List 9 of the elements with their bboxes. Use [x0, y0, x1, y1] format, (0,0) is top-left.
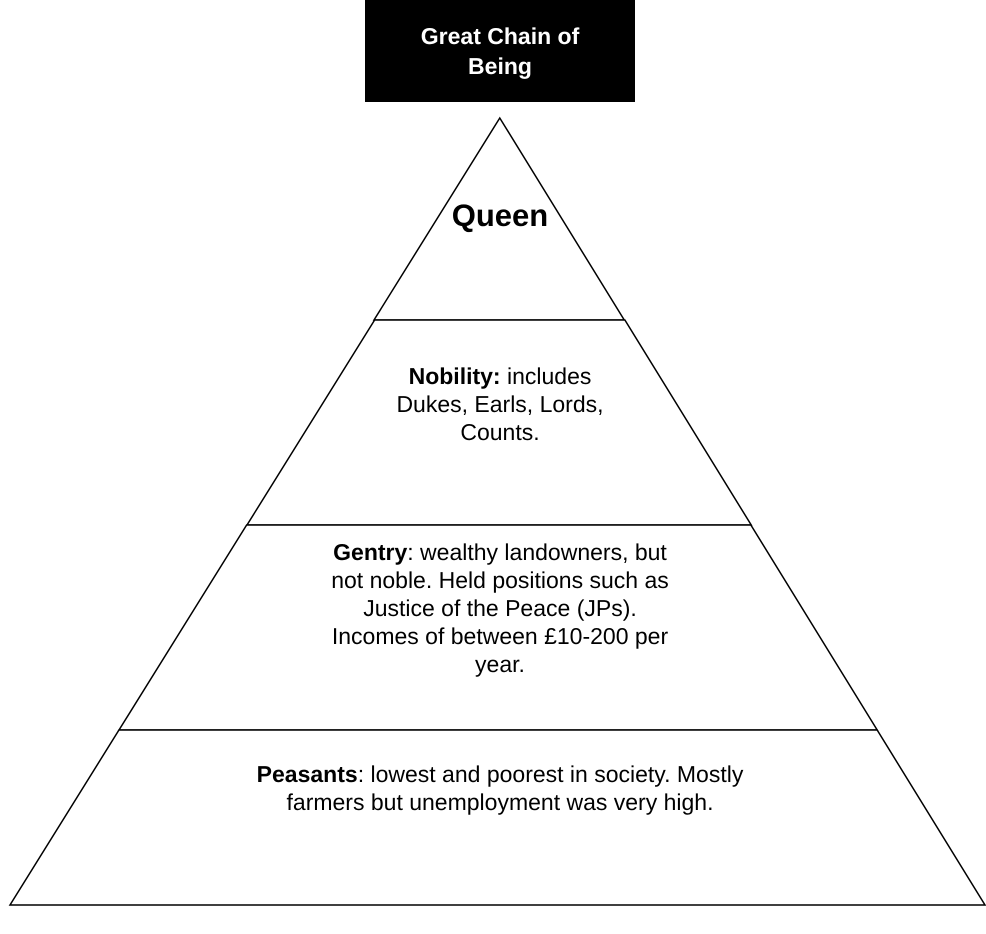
tier-text: Peasants: lowest and poorest in society. Mostly farmers but unemployment was very high. [256, 760, 744, 816]
pyramid-top-tier [374, 118, 624, 320]
tier-text: Queen [450, 197, 550, 235]
pyramid-tier [246, 320, 751, 525]
tier-text: Nobility: includes Dukes, Earls, Lords, Counts. [395, 362, 605, 446]
pyramid-tier [10, 730, 985, 905]
pyramid-tier [118, 525, 878, 730]
tier-text: Gentry: wealthy landowners, but not noble. Held positions such as Justice of the Peace (JPs). Incomes of between £10-200 per year. [330, 538, 670, 678]
title-banner: Great Chain of Being [365, 0, 635, 102]
